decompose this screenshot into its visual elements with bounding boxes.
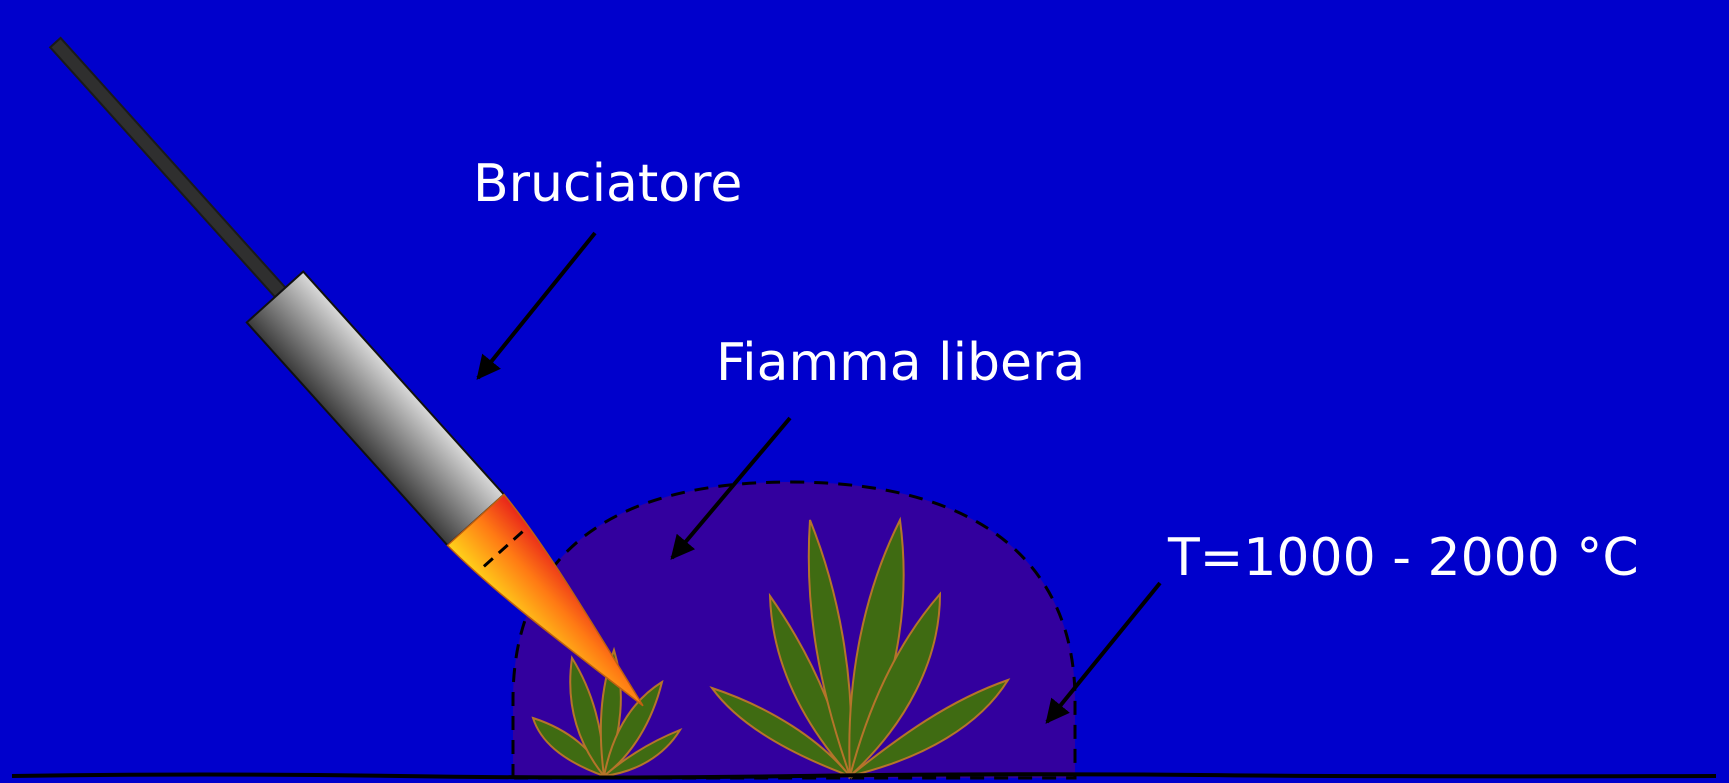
burner-arrow [478,233,595,378]
temperature-label: T=1000 - 2000 °C [1168,532,1639,584]
burner-torch-icon [22,22,671,731]
flame-label: Fiamma libera [716,337,1085,389]
ground-line [12,774,1716,777]
burner-label: Bruciatore [473,158,742,210]
